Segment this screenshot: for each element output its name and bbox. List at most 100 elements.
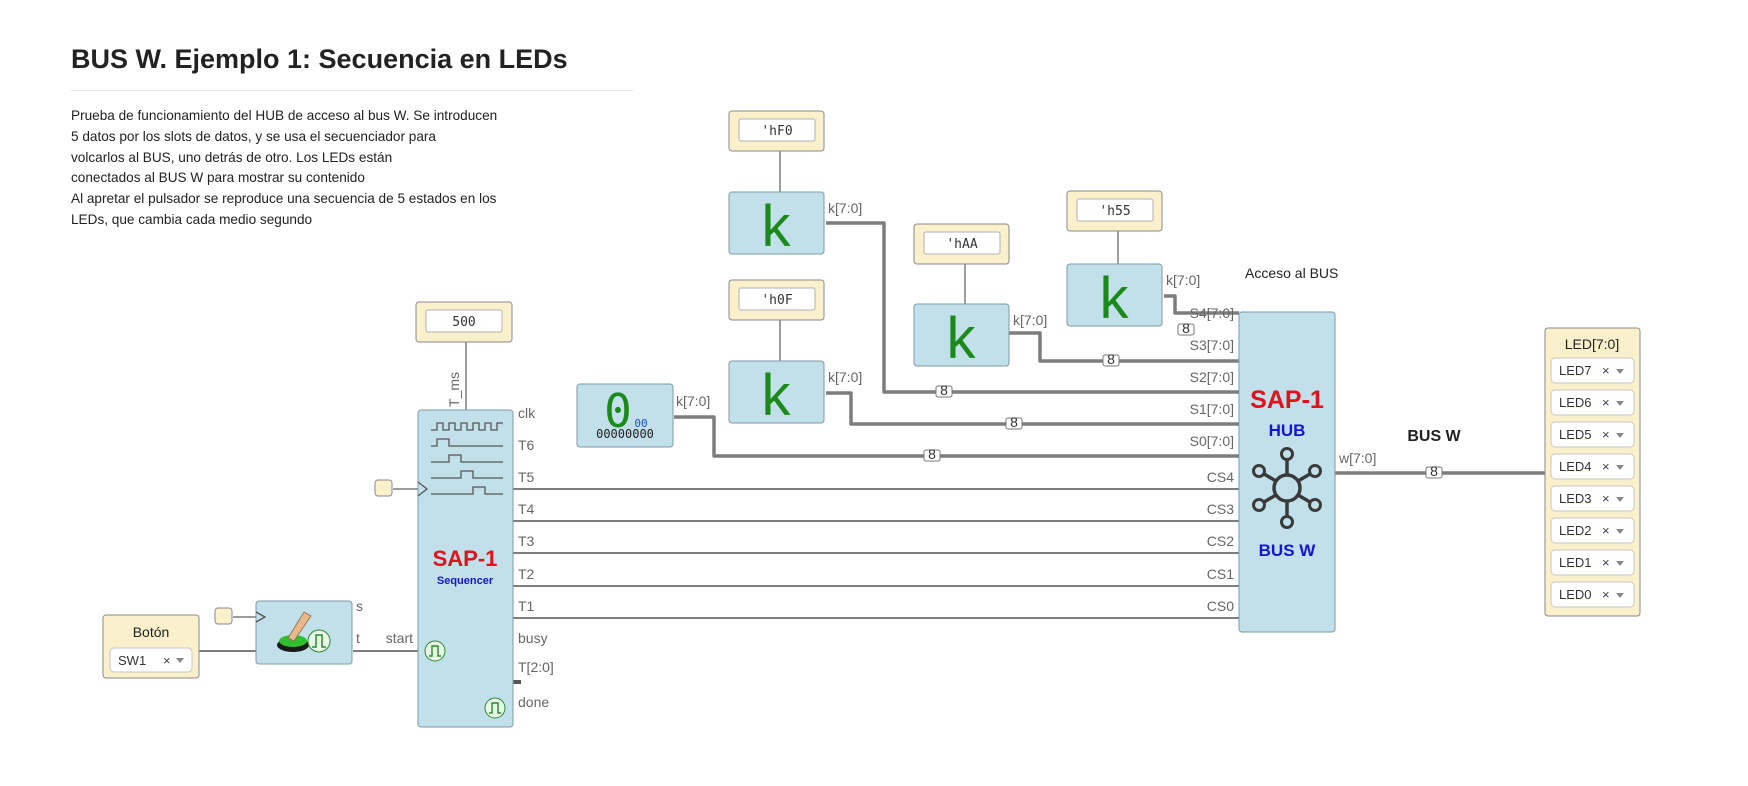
clock-edge-icon [255, 611, 267, 623]
clear-icon: × [1602, 523, 1610, 538]
clock-edge-icon [417, 481, 429, 497]
constant-500[interactable]: 500 [415, 301, 513, 343]
port-label: k[7:0] [828, 200, 862, 216]
clock-input-pulsador[interactable] [214, 607, 233, 625]
bus-wire-s3[interactable] [1008, 331, 1239, 363]
port-label: S2[7:0] [1190, 369, 1234, 385]
port-label: T2 [518, 566, 535, 582]
description-line: conectados al BUS W para mostrar su cont… [71, 170, 365, 186]
chevron-down-icon [1616, 497, 1624, 502]
chevron-down-icon [1616, 433, 1624, 438]
port-label: T[2:0] [518, 659, 554, 675]
constant-hf0[interactable]: 'hF0 [728, 110, 825, 152]
led-select-led5[interactable]: LED5× [1550, 421, 1635, 448]
k-glyph: k [947, 306, 977, 371]
port-label: T3 [518, 533, 535, 549]
constant-value: 500 [452, 315, 475, 330]
zero-digit: 0 [604, 384, 632, 438]
pulsador-block[interactable]: s t [255, 598, 363, 665]
hub-network-icon [1252, 447, 1322, 529]
bus-wire-s1[interactable] [826, 391, 1239, 426]
clock-input-sequencer[interactable] [374, 479, 393, 497]
led-items: LED7×LED6×LED5×LED4×LED3×LED2×LED1×LED0× [1550, 357, 1635, 608]
pulse-icon [424, 640, 446, 662]
k-block-hf0[interactable]: k k[7:0] [728, 191, 862, 259]
sequencer-name: Sequencer [437, 575, 494, 587]
led-select-led1[interactable]: LED1× [1550, 549, 1635, 576]
port-label: T6 [518, 437, 535, 453]
chevron-down-icon [1616, 369, 1624, 374]
bus-wire-s0[interactable] [674, 415, 1239, 458]
port-label: k[7:0] [676, 393, 710, 409]
zero-value-block[interactable]: 0 00 00000000 k[7:0] [576, 383, 710, 448]
chevron-down-icon [1616, 561, 1624, 566]
port-label: S4[7:0] [1190, 305, 1234, 321]
bus-width-marker: 8 [1177, 320, 1195, 336]
page-title: BUS W. Ejemplo 1: Secuencia en LEDs [71, 44, 568, 74]
constant-value: 'hF0 [761, 124, 792, 139]
bus-wire-s2[interactable] [826, 221, 1239, 394]
description-line: Prueba de funcionamiento del HUB de acce… [71, 108, 498, 123]
k-block-h55[interactable]: k k[7:0] [1066, 263, 1200, 331]
k-block-haa[interactable]: k k[7:0] [913, 303, 1047, 371]
port-label: CS0 [1207, 598, 1234, 614]
port-label: busy [518, 630, 548, 646]
sequencer-brand: SAP-1 [433, 546, 498, 571]
bus-wire-s4[interactable] [1164, 294, 1239, 315]
port-label: t [356, 630, 360, 646]
waveform-icon [431, 422, 503, 495]
sw1-select[interactable]: SW1 × [109, 647, 193, 673]
clear-icon: × [1602, 587, 1610, 602]
description-line: volcarlos al BUS, uno detrás de otro. Lo… [71, 149, 393, 165]
chevron-down-icon [176, 658, 184, 663]
clear-icon: × [1602, 459, 1610, 474]
led-select-led4[interactable]: LED4× [1550, 453, 1635, 480]
clear-icon: × [163, 653, 171, 668]
bus-width-marker: 8 [1102, 351, 1120, 367]
k-glyph: k [1100, 266, 1130, 331]
clear-icon: × [1602, 555, 1610, 570]
hub-caption: Acceso al BUS [1245, 265, 1338, 281]
led-select-led6[interactable]: LED6× [1550, 389, 1635, 416]
clear-icon: × [1602, 427, 1610, 442]
led-select-led2[interactable]: LED2 × [1550, 517, 1635, 544]
svg-text:8: 8 [940, 382, 948, 398]
sequencer-block[interactable]: T_ms SAP-1 Sequencer start clk T6 T5 T4 … [386, 372, 554, 728]
led-select-value: LED7 [1559, 363, 1592, 378]
port-label: CS3 [1207, 501, 1234, 517]
port-label: done [518, 694, 549, 710]
port-label: start [386, 630, 413, 646]
k-glyph: k [762, 363, 792, 428]
port-label: T5 [518, 469, 535, 485]
boton-block: Botón SW1 × [102, 614, 200, 679]
pulse-icon [484, 697, 506, 719]
port-label: w[7:0] [1338, 450, 1376, 466]
led-select-value: LED2 [1559, 523, 1592, 538]
clear-icon: × [1602, 491, 1610, 506]
led-select-led0[interactable]: LED0 × [1550, 581, 1635, 608]
constant-h55[interactable]: 'h55 [1066, 190, 1163, 232]
constant-h0f[interactable]: 'h0F [728, 279, 825, 321]
description-line: LEDs, que cambia cada medio segundo [71, 211, 313, 227]
k-block-h0f[interactable]: k k[7:0] [728, 360, 862, 428]
led-select-led3[interactable]: LED3× [1550, 485, 1635, 512]
led-select-led7[interactable]: LED7× [1550, 357, 1635, 384]
bus-width-marker: 8 [935, 382, 953, 398]
port-label: CS4 [1207, 469, 1234, 485]
bus-width-markers: 8 8 8 8 8 8 [923, 320, 1443, 479]
constant-haa[interactable]: 'hAA [913, 223, 1010, 265]
bus-width-marker: 8 [923, 446, 941, 462]
description-line: 5 datos por los slots de datos, y se usa… [71, 128, 436, 144]
description-line: Al apretar el pulsador se reproduce una … [71, 191, 497, 207]
port-label: k[7:0] [1166, 272, 1200, 288]
port-label: S3[7:0] [1190, 337, 1234, 353]
port-label: T4 [518, 501, 535, 517]
svg-text:8: 8 [928, 446, 936, 462]
port-label: k[7:0] [828, 369, 862, 385]
constant-value: 'h0F [761, 293, 792, 308]
push-button-icon [277, 611, 312, 652]
hub-block[interactable]: SAP-1 HUB BUS W S4[7:0] S3[7:0] S2[7:0] … [1190, 305, 1377, 633]
svg-text:8: 8 [1430, 463, 1438, 479]
pulse-icon [307, 629, 331, 653]
led-select-value: LED0 [1559, 587, 1592, 602]
